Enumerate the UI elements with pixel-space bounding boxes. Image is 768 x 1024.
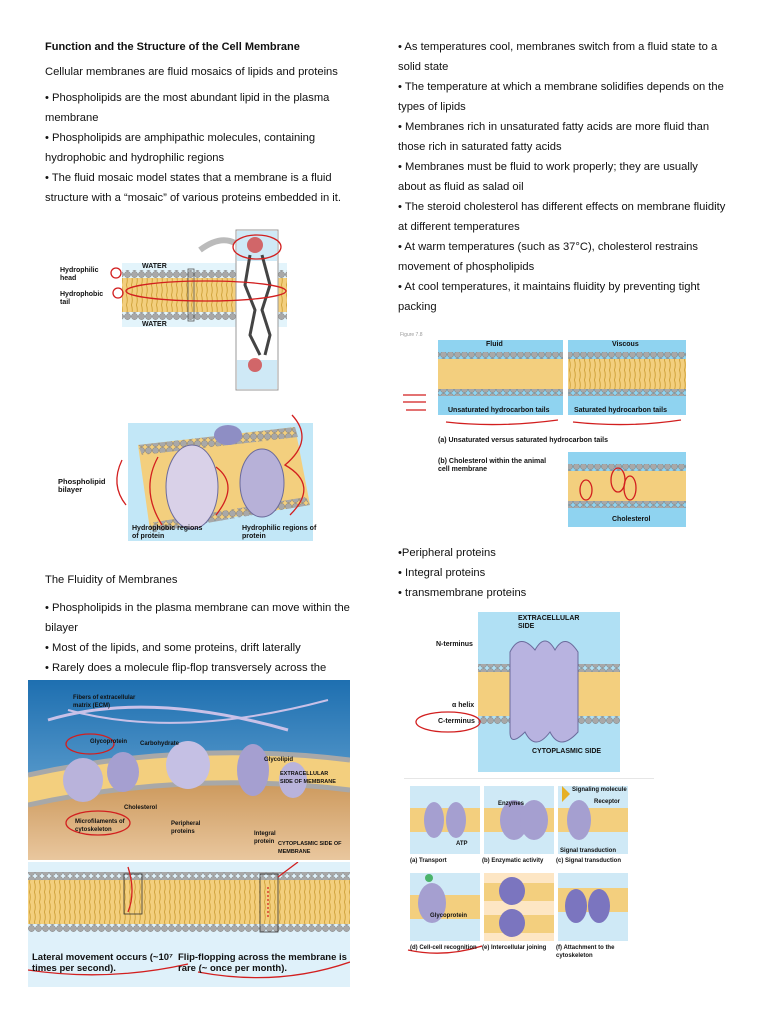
bullet: • As temperatures cool, membranes switch… [398, 41, 718, 73]
signal-transduction-label: Signal transduction [560, 848, 617, 854]
enzymes-label: Enzymes [498, 801, 525, 807]
fluidity-figure: Figure 7.8 Fluid Viscous Unsaturated hyd… [398, 330, 690, 530]
signaling-molecule-label: Signaling molecule [572, 787, 627, 793]
carbohydrate-label: Carbohydrate [140, 741, 180, 747]
protein-functions-figure: Enzymes Signaling molecule Receptor Sign… [404, 777, 654, 959]
peripheral-proteins-label: Peripheral proteins [171, 821, 201, 835]
section-heading: The Fluidity of Membranes [45, 574, 178, 586]
caption-transport: (a) Transport [410, 858, 447, 864]
left-column-fluidity: The Fluidity of Membranes • Phospholipid… [45, 570, 375, 678]
bullet: • The fluid mosaic model states that a m… [45, 172, 341, 204]
c-terminus-label: C-terminus [438, 718, 475, 725]
phospholipid-bilayer-figure: WATER WATER Hydrophilic head Hydrophobic… [40, 215, 350, 400]
caption-signal: (c) Signal transduction [556, 858, 622, 864]
lipid-movement-figure: Lateral movement occurs (~10⁷ times per … [27, 861, 351, 987]
glycoprotein-label: Glycoprotein [90, 739, 128, 745]
water-bottom-label: WATER [142, 321, 167, 328]
unsaturated-tails-label: Unsaturated hydrocarbon tails [448, 407, 550, 414]
transmembrane-protein-figure: EXTRACELLULAR SIDE N-terminus α helix C-… [410, 612, 620, 772]
bullet: • At warm temperatures (such as 37°C), c… [398, 241, 698, 273]
receptor-label: Receptor [594, 799, 621, 805]
fluid-mosaic-illustration [27, 680, 351, 860]
cytoplasmic-side-label: CYTOPLASMIC SIDE OF MEMBRANE [278, 841, 342, 855]
hydrophobic-tail-label: Hydrophobic tail [60, 291, 104, 306]
saturated-tails-label: Saturated hydrocarbon tails [574, 407, 667, 414]
bullet: • Integral proteins [398, 567, 486, 579]
cholesterol-label: Cholesterol [124, 805, 158, 811]
membrane-protein-figure: Phospholipid bilayer Hydrophobic regions… [40, 405, 330, 555]
caption-b: (b) Cholesterol within the animal cell m… [438, 458, 547, 473]
caption-recognition: (d) Cell-cell recognition [410, 945, 477, 951]
water-top-label: WATER [142, 263, 167, 270]
protein-functions-illustration [404, 777, 654, 954]
bullet: • Phospholipids are amphipathic molecule… [45, 132, 316, 164]
document-title: Function and the Structure of the Cell M… [45, 41, 300, 53]
glycolipid-label: Glycolipid [264, 757, 294, 763]
bullet: • The steroid cholesterol has different … [398, 201, 726, 233]
bullet: • transmembrane proteins [398, 587, 527, 599]
hydrophobic-regions-label: Hydrophobic regions of protein [132, 525, 203, 540]
caption-attachment: (f) Attachment to the cytoskeleton [556, 945, 615, 959]
caption-a: (a) Unsaturated versus saturated hydroca… [438, 437, 608, 444]
caption-joining: (e) Intercellular joining [482, 945, 547, 951]
alpha-helix-label: α helix [452, 702, 475, 709]
atp-label: ATP [456, 841, 468, 847]
flip-flop-caption: Flip-flopping across the membrane is rar… [178, 952, 347, 974]
bullet: • The temperature at which a membrane so… [398, 81, 724, 113]
protein-types-list: •Peripheral proteins • Integral proteins… [398, 543, 698, 603]
microfilaments-label: Microfilaments of cytoskeleton [75, 819, 125, 833]
bullet: • Rarely does a molecule flip-flop trans… [45, 662, 327, 674]
hydrophilic-head-label: Hydrophilic head [60, 267, 99, 282]
right-column-top: • As temperatures cool, membranes switch… [398, 37, 728, 317]
bullet: • Phospholipids in the plasma membrane c… [45, 602, 350, 634]
fluid-mosaic-figure: Fibers of extracellular matrix (ECM) Gly… [27, 680, 351, 860]
phospholipid-bilayer-label: Phospholipid bilayer [58, 477, 106, 494]
protein-illustration [116, 414, 313, 541]
left-column-top: Function and the Structure of the Cell M… [45, 37, 375, 208]
fluid-label: Fluid [486, 341, 503, 348]
hydrophilic-regions-label: Hydrophilic regions of protein [242, 525, 317, 540]
bullet: •Peripheral proteins [398, 547, 496, 559]
glycoprotein-label: Glycoprotein [430, 913, 468, 919]
integral-protein-label: Integral protein [254, 831, 276, 845]
extracellular-side-label: EXTRACELLULAR SIDE OF MEMBRANE [280, 771, 336, 785]
caption-enzymatic: (b) Enzymatic activity [482, 858, 544, 864]
transmembrane-illustration [415, 612, 620, 772]
viscous-label: Viscous [612, 341, 639, 348]
bilayer-illustration [110, 229, 287, 391]
extracellular-side-label: EXTRACELLULAR SIDE [518, 615, 580, 630]
bullet: • Phospholipids are the most abundant li… [45, 92, 330, 124]
n-terminus-label: N-terminus [436, 641, 473, 648]
intro-text: Cellular membranes are fluid mosaics of … [45, 66, 338, 78]
cholesterol-label: Cholesterol [612, 516, 651, 523]
cytoplasmic-side-label: CYTOPLASMIC SIDE [532, 748, 602, 755]
bullet: • Membranes rich in unsaturated fatty ac… [398, 121, 710, 153]
ecm-label: Fibers of extracellular matrix (ECM) [73, 695, 136, 709]
figure-number: Figure 7.8 [400, 332, 423, 338]
fluidity-illustration [403, 340, 686, 527]
lipid-movement-illustration [27, 861, 351, 987]
bullet: • At cool temperatures, it maintains flu… [398, 281, 700, 313]
lateral-movement-caption: Lateral movement occurs (~10⁷ times per … [32, 952, 173, 974]
bullet: • Most of the lipids, and some proteins,… [45, 642, 301, 654]
bullet: • Membranes must be fluid to work proper… [398, 161, 698, 193]
